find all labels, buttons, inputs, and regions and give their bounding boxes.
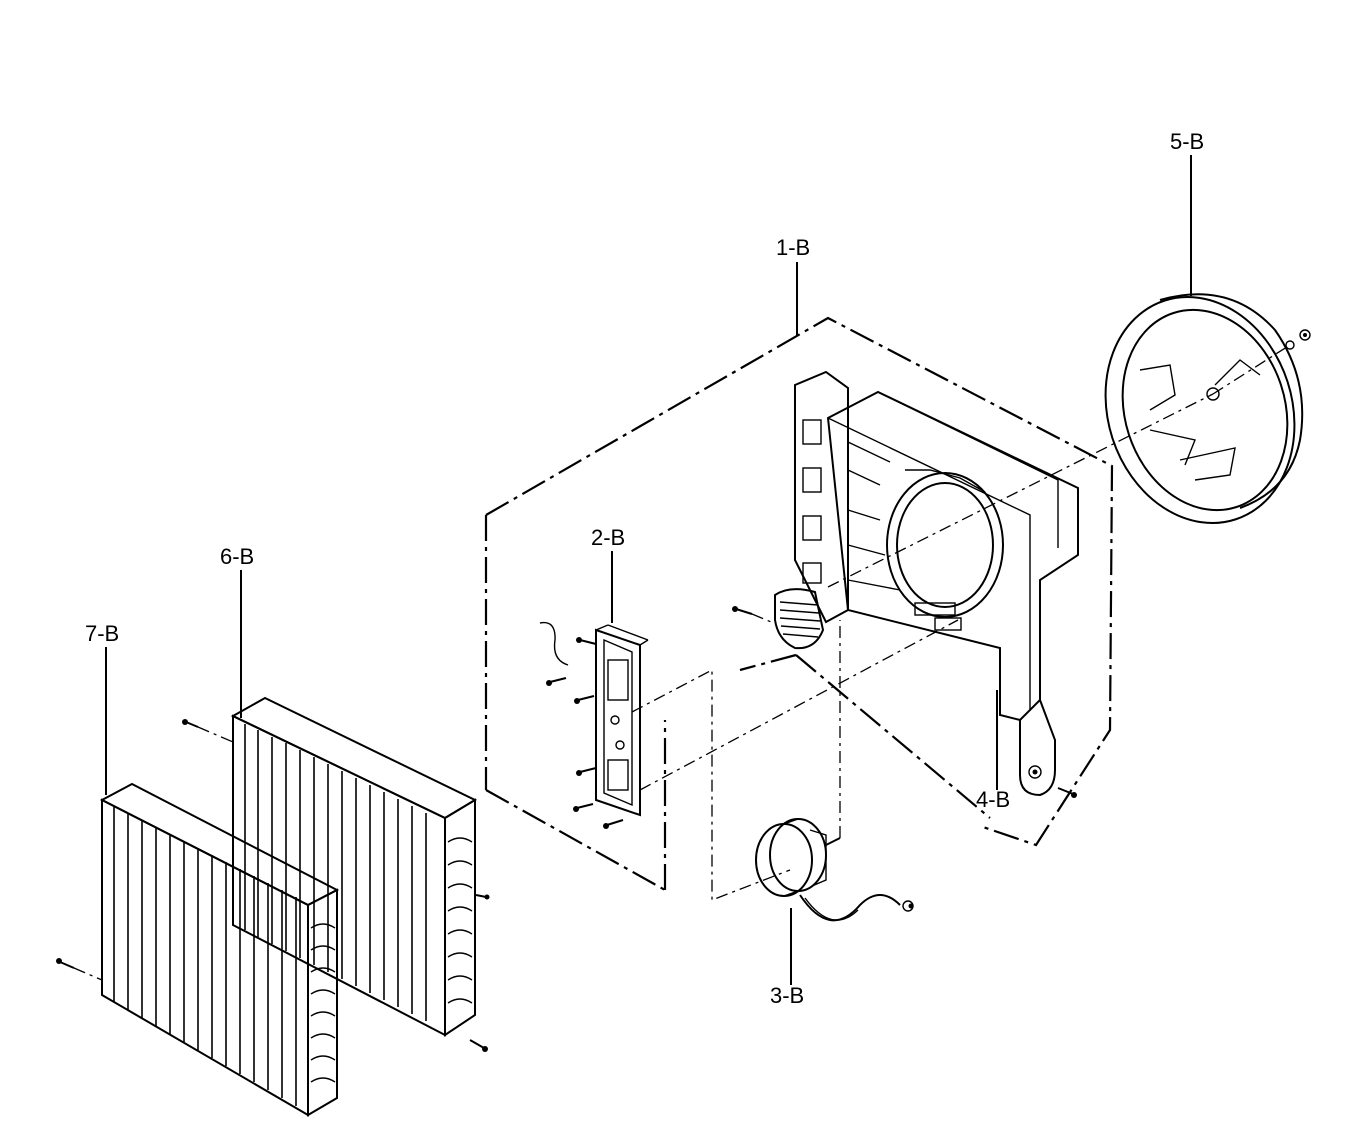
- label-5b: 5-B: [1170, 129, 1204, 154]
- blower-wheel-5b: [1104, 293, 1311, 525]
- fan-shroud: [732, 370, 1079, 798]
- motor-bracket-2b: [539, 619, 959, 901]
- label-3b: 3-B: [770, 983, 804, 1008]
- leader-lines: [105, 155, 1192, 985]
- shaft-centerline: [827, 393, 1214, 588]
- coil-7b: [56, 782, 340, 1117]
- label-6b: 6-B: [220, 544, 254, 569]
- label-2b: 2-B: [591, 525, 625, 550]
- assembly-boundary-1b: [484, 316, 1114, 891]
- label-1b: 1-B: [776, 235, 810, 260]
- label-4b: 4-B: [976, 787, 1010, 812]
- fan-motor-3b: [755, 620, 914, 922]
- label-7b: 7-B: [85, 621, 119, 646]
- coil-6b: [182, 696, 490, 1052]
